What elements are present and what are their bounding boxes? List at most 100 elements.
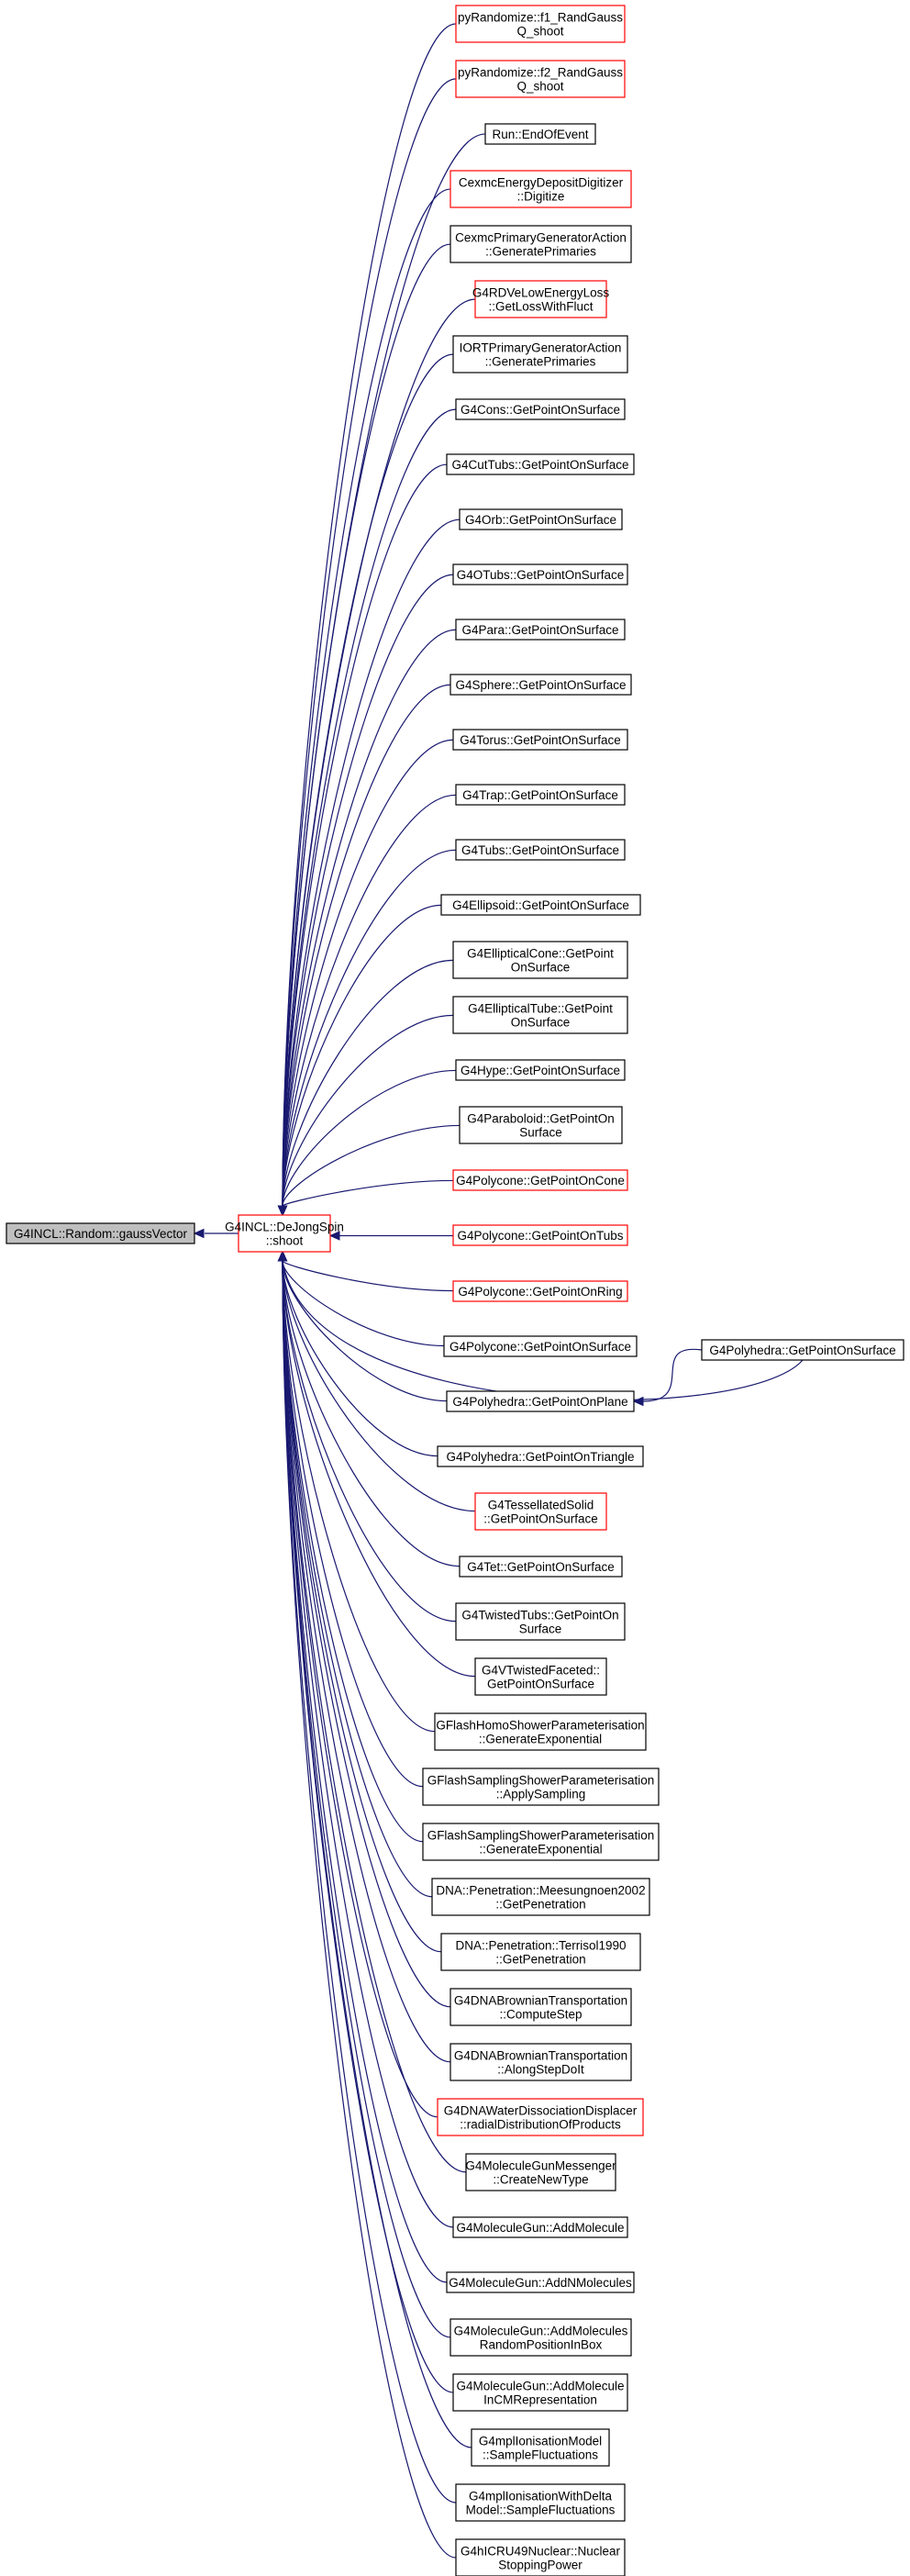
node-box [701, 1339, 904, 1361]
node-label: OnSurface [511, 961, 571, 975]
node-box [446, 2271, 635, 2293]
node-cexmcprimarygeneratoraction-generateprimaries[interactable]: CexmcPrimaryGeneratorAction::GeneratePri… [449, 225, 632, 263]
node-box [452, 729, 628, 751]
node-label: G4Para::GetPointOnSurface [461, 623, 618, 637]
edge-g4ellipticalcone-getpointonsurface [282, 959, 454, 1207]
node-g4vtwistedfaceted-getpointonsurface[interactable]: G4VTwistedFaceted::GetPointOnSurface [474, 1657, 607, 1696]
node-label: G4Tet::GetPointOnSurface [467, 1560, 615, 1574]
node-g4polyhedra-getpointontriangle[interactable]: G4Polyhedra::GetPointOnTriangle [437, 1445, 644, 1467]
node-box [459, 1106, 623, 1144]
node-g4mplionisationwithdeltamodel-samplefluctuations[interactable]: G4mplIonisationWithDeltaModel::SampleFlu… [455, 2483, 626, 2522]
node-box [452, 2373, 628, 2412]
node-g4dnabrowniantransportation-computestep[interactable]: G4DNABrownianTransportation::ComputeStep [449, 1988, 632, 2026]
node-label: Surface [519, 1126, 562, 1140]
graph-nodes: G4INCL::Random::gaussVector G4INCL::DeJon… [6, 5, 904, 2576]
node-run-endofevent[interactable]: Run::EndOfEvent [484, 123, 596, 145]
node-box [452, 996, 628, 1034]
node-gflashhomoshowerparameterisation-generateexponential[interactable]: GFlashHomoShowerParameterisation::Genera… [434, 1712, 647, 1751]
node-box [452, 2216, 628, 2238]
edge-g4polyhedra-getpointontriangle [282, 1260, 438, 1457]
node-label: G4DNAWaterDissociationDisplacer [444, 2104, 638, 2118]
node-g4incl-random-gaussvector[interactable]: G4INCL::Random::gaussVector [6, 1222, 195, 1244]
node-label: ::GenerateExponential [479, 1733, 602, 1746]
node-box [452, 941, 628, 979]
node-label: StoppingPower [498, 2559, 583, 2572]
edge-g4otubs-getpointonsurface [282, 574, 454, 1207]
node-label: ::GeneratePrimaries [485, 355, 596, 369]
node-g4orb-getpointonsurface[interactable]: G4Orb::GetPointOnSurface [459, 508, 623, 530]
arrowhead-polyhedra-surface [277, 1250, 288, 1262]
node-g4polycone-getpointontubs[interactable]: G4Polycone::GetPointOnTubs [452, 1224, 628, 1246]
edge-g4mplionisationwithdeltamodel-samplefluctuations [282, 1260, 457, 2504]
node-g4trap-getpointonsurface[interactable]: G4Trap::GetPointOnSurface [455, 784, 626, 806]
node-label: DNA::Penetration::Terrisol1990 [455, 1939, 626, 1953]
node-g4torus-getpointonsurface[interactable]: G4Torus::GetPointOnSurface [452, 729, 628, 751]
node-g4paraboloid-getpointonsurface[interactable]: G4Paraboloid::GetPointOnSurface [459, 1106, 623, 1144]
node-box [452, 1224, 628, 1246]
node-box [446, 453, 635, 475]
node-label: G4Cons::GetPointOnSurface [461, 403, 620, 417]
node-label: ::AlongStepDoIt [497, 2063, 584, 2077]
node-g4polycone-getpointonring[interactable]: G4Polycone::GetPointOnRing [452, 1280, 628, 1302]
node-box [459, 508, 623, 530]
node-label: GFlashSamplingShowerParameterisation [427, 1774, 655, 1788]
node-g4dnabrowniantransportation-alongstepdoit[interactable]: G4DNABrownianTransportation::AlongStepDo… [449, 2043, 632, 2081]
node-g4dnawaterdissociationdisplacer-radialdistributionofproducts[interactable]: G4DNAWaterDissociationDisplacer::radialD… [437, 2098, 644, 2136]
node-label: G4MoleculeGun::AddMolecule [456, 2380, 624, 2393]
node-label: G4VTwistedFaceted:: [482, 1664, 600, 1678]
node-g4tubs-getpointonsurface[interactable]: G4Tubs::GetPointOnSurface [455, 839, 626, 861]
node-gflashsamplingshowerparameterisation-generateexponential[interactable]: GFlashSamplingShowerParameterisation::Ge… [422, 1823, 660, 1861]
node-g4moleculegun-addnmolecules[interactable]: G4MoleculeGun::AddNMolecules [446, 2271, 635, 2293]
node-label: G4Polycone::GetPointOnCone [456, 1174, 625, 1188]
node-g4moleculegun-addmoleculesrandompositioninbox[interactable]: G4MoleculeGun::AddMoleculesRandomPositio… [449, 2318, 632, 2357]
node-g4hype-getpointonsurface[interactable]: G4Hype::GetPointOnSurface [455, 1059, 626, 1081]
edge-g4dnabrowniantransportation-alongstepdoit [282, 1260, 451, 2063]
edge-g4polyhedra-getpointonplane [282, 1260, 448, 1402]
node-g4tessellatedsolid-getpointonsurface[interactable]: G4TessellatedSolid::GetPointOnSurface [474, 1492, 607, 1531]
node-g4ellipticaltube-getpointonsurface[interactable]: G4EllipticalTube::GetPointOnSurface [452, 996, 628, 1034]
node-box [455, 1059, 626, 1081]
arrowhead-polyhedra-plane [632, 1396, 644, 1407]
node-label: G4MoleculeGun::AddNMolecules [449, 2276, 632, 2290]
node-g4polycone-getpointoncone[interactable]: G4Polycone::GetPointOnCone [452, 1169, 628, 1191]
edge-g4cuttubs-getpointonsurface [282, 463, 448, 1207]
node-label: GFlashSamplingShowerParameterisation [427, 1829, 655, 1843]
node-dna-penetration-meesungnoen2002-getpenetration[interactable]: DNA::Penetration::Meesungnoen2002::GetPe… [431, 1878, 650, 1916]
node-label: Run::EndOfEvent [492, 128, 588, 141]
node-g4mplionisationmodel-samplefluctuations[interactable]: G4mplIonisationModel::SampleFluctuations [471, 2428, 610, 2467]
node-g4cuttubs-getpointonsurface[interactable]: G4CutTubs::GetPointOnSurface [446, 453, 635, 475]
node-g4polyhedra-getpointonsurface[interactable]: G4Polyhedra::GetPointOnSurface [701, 1339, 904, 1361]
node-g4moleculegunmessenger-createnewtype[interactable]: G4MoleculeGunMessenger::CreateNewType [465, 2153, 616, 2191]
node-label: Surface [519, 1623, 562, 1636]
node-label: G4RDVeLowEnergyLoss [472, 286, 610, 300]
node-label: G4Torus::GetPointOnSurface [460, 733, 621, 747]
node-g4moleculegun-addmolecule[interactable]: G4MoleculeGun::AddMolecule [452, 2216, 628, 2238]
node-gflashsamplingshowerparameterisation-applysampling[interactable]: GFlashSamplingShowerParameterisation::Ap… [422, 1768, 660, 1806]
node-label: ::GetLossWithFluct [488, 300, 593, 314]
node-g4rdvelowenergyloss-getlosswithfluct[interactable]: G4RDVeLowEnergyLoss::GetLossWithFluct [472, 280, 610, 318]
node-box [459, 1556, 623, 1578]
node-g4polyhedra-getpointonplane[interactable]: G4Polyhedra::GetPointOnPlane [446, 1390, 635, 1412]
graph-edges [193, 23, 804, 2559]
node-label: G4Ellipsoid::GetPointOnSurface [452, 898, 629, 912]
node-g4cons-getpointonsurface[interactable]: G4Cons::GetPointOnSurface [455, 398, 626, 420]
node-g4twistedtubs-getpointonsurface[interactable]: G4TwistedTubs::GetPointOnSurface [455, 1602, 626, 1641]
node-g4tet-getpointonsurface[interactable]: G4Tet::GetPointOnSurface [459, 1556, 623, 1578]
node-g4ellipticalcone-getpointonsurface[interactable]: G4EllipticalCone::GetPointOnSurface [452, 941, 628, 979]
node-dna-penetration-terrisol1990-getpenetration[interactable]: DNA::Penetration::Terrisol1990::GetPenet… [440, 1933, 641, 1971]
node-g4ellipsoid-getpointonsurface[interactable]: G4Ellipsoid::GetPointOnSurface [440, 894, 641, 916]
node-g4para-getpointonsurface[interactable]: G4Para::GetPointOnSurface [455, 619, 626, 641]
arrowhead-g4polycone-getpointontubs [328, 1231, 340, 1241]
node-g4polycone-getpointonsurface[interactable]: G4Polycone::GetPointOnSurface [443, 1335, 638, 1357]
arrowhead-gaussvector [193, 1228, 205, 1239]
edge-g4polycone-getpointoncone [282, 1179, 454, 1207]
node-iortprimarygeneratoraction-generateprimaries[interactable]: IORTPrimaryGeneratorAction::GeneratePrim… [452, 335, 628, 374]
node-g4otubs-getpointonsurface[interactable]: G4OTubs::GetPointOnSurface [452, 563, 628, 585]
node-g4moleculegun-addmoleculeincmrepresentation[interactable]: G4MoleculeGun::AddMoleculeInCMRepresenta… [452, 2373, 628, 2412]
node-g4incl-dejongspin-shoot[interactable]: G4INCL::DeJongSpin::shoot [225, 1214, 344, 1253]
node-g4sphere-getpointonsurface[interactable]: G4Sphere::GetPointOnSurface [449, 674, 632, 696]
node-cexmcenergydepositdigitizer-digitize[interactable]: CexmcEnergyDepositDigitizer::Digitize [449, 170, 632, 208]
